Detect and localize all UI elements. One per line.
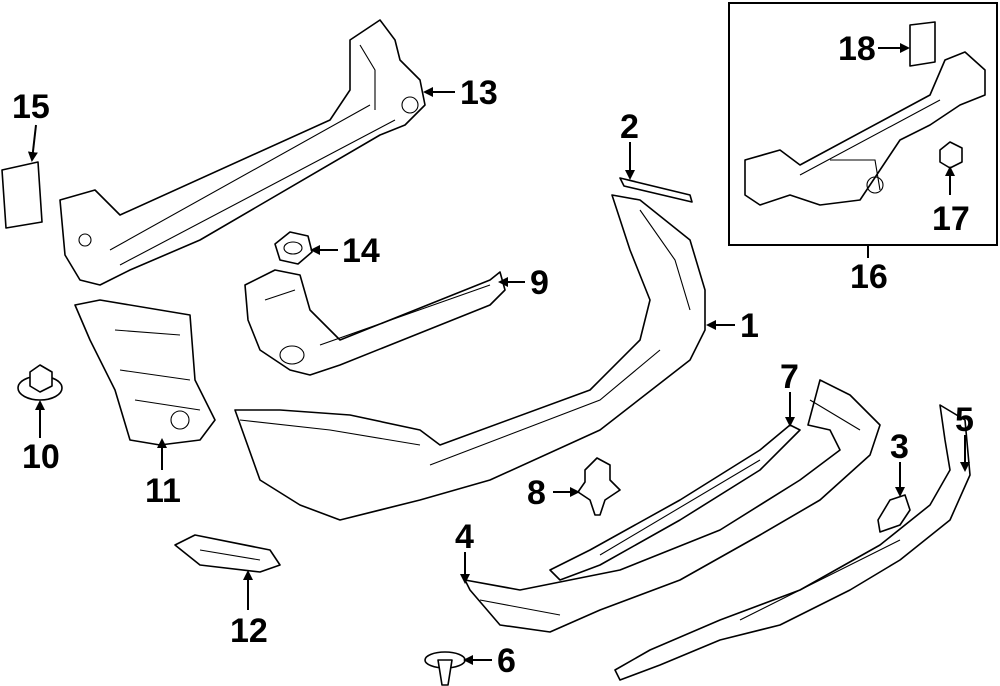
part-6-clip (424, 651, 466, 686)
part-5-trim (614, 404, 971, 681)
callout-15: 15 (12, 88, 50, 126)
callout-1: 1 (740, 307, 759, 345)
part-11-bracket (74, 299, 216, 446)
callout-11: 11 (145, 472, 181, 510)
callout-17: 17 (932, 200, 970, 238)
part-10-nut (17, 364, 63, 401)
callout-7: 7 (780, 358, 799, 396)
part-9-bracket (244, 269, 506, 376)
callout-12: 12 (230, 612, 268, 650)
callout-14: 14 (342, 232, 380, 270)
part-4-valance (464, 379, 881, 633)
leader-15 (27, 124, 38, 162)
callout-18: 18 (838, 30, 876, 68)
part-14-nut (274, 231, 313, 265)
inset-box (728, 2, 998, 246)
callout-2: 2 (620, 108, 639, 146)
part-12-bracket (174, 534, 281, 573)
callout-5: 5 (955, 401, 974, 439)
part-16-hitch (744, 51, 986, 206)
callout-3: 3 (890, 428, 909, 466)
callout-8: 8 (527, 474, 546, 512)
part-1-bumper-cover (234, 194, 706, 521)
part-3-cap (877, 494, 911, 533)
callout-13: 13 (460, 74, 498, 112)
callout-6: 6 (497, 642, 516, 680)
callout-9: 9 (530, 264, 549, 302)
callout-10: 10 (22, 438, 60, 476)
part-7-carrier (549, 424, 801, 581)
part-13-reinforcement (59, 19, 426, 286)
part-2-strip (619, 177, 693, 203)
callout-4: 4 (455, 518, 474, 556)
part-15-pad (1, 161, 43, 229)
callout-16: 16 (850, 258, 888, 296)
part-8-clip (577, 457, 621, 516)
part-18-pad (909, 21, 936, 67)
part-17-bolt (939, 141, 963, 169)
